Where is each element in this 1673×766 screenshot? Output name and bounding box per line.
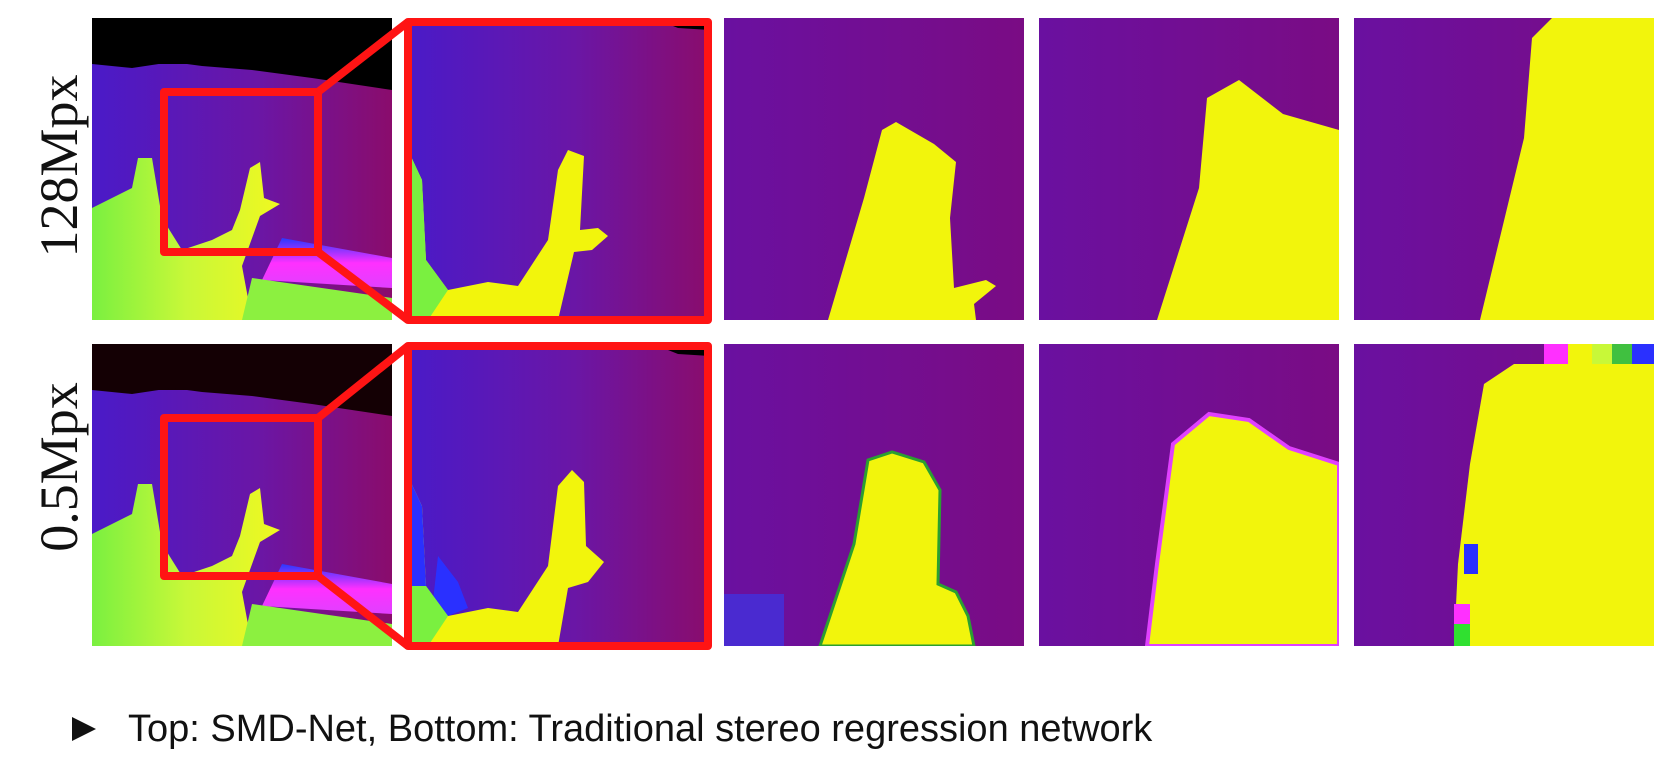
bottom-zoom-rect [160, 414, 322, 580]
top-zoom-target-rect [404, 18, 712, 324]
bottom-zoom-4-image [1354, 344, 1654, 646]
top-zoom-image [408, 20, 710, 320]
triangle-right-icon [72, 717, 96, 741]
bottom-zoom-image [408, 346, 710, 646]
bottom-connector-lower [315, 572, 411, 650]
figure-caption: Top: SMD-Net, Bottom: Traditional stereo… [128, 708, 1153, 750]
top-connector-upper [315, 18, 411, 96]
zoom-highlight-overlay [160, 18, 712, 650]
top-connector-lower [315, 248, 411, 324]
top-zoom-3-image [1039, 18, 1339, 320]
bottom-zoom-3-image [1039, 344, 1339, 646]
top-zoom-rect [160, 88, 322, 256]
bottom-zoom-2-image [724, 344, 1024, 646]
top-zoom-2-image [724, 18, 1024, 320]
bottom-connector-upper [315, 342, 411, 422]
bottom-zoom-target-rect [404, 342, 712, 650]
top-zoom-4-image [1354, 18, 1654, 320]
